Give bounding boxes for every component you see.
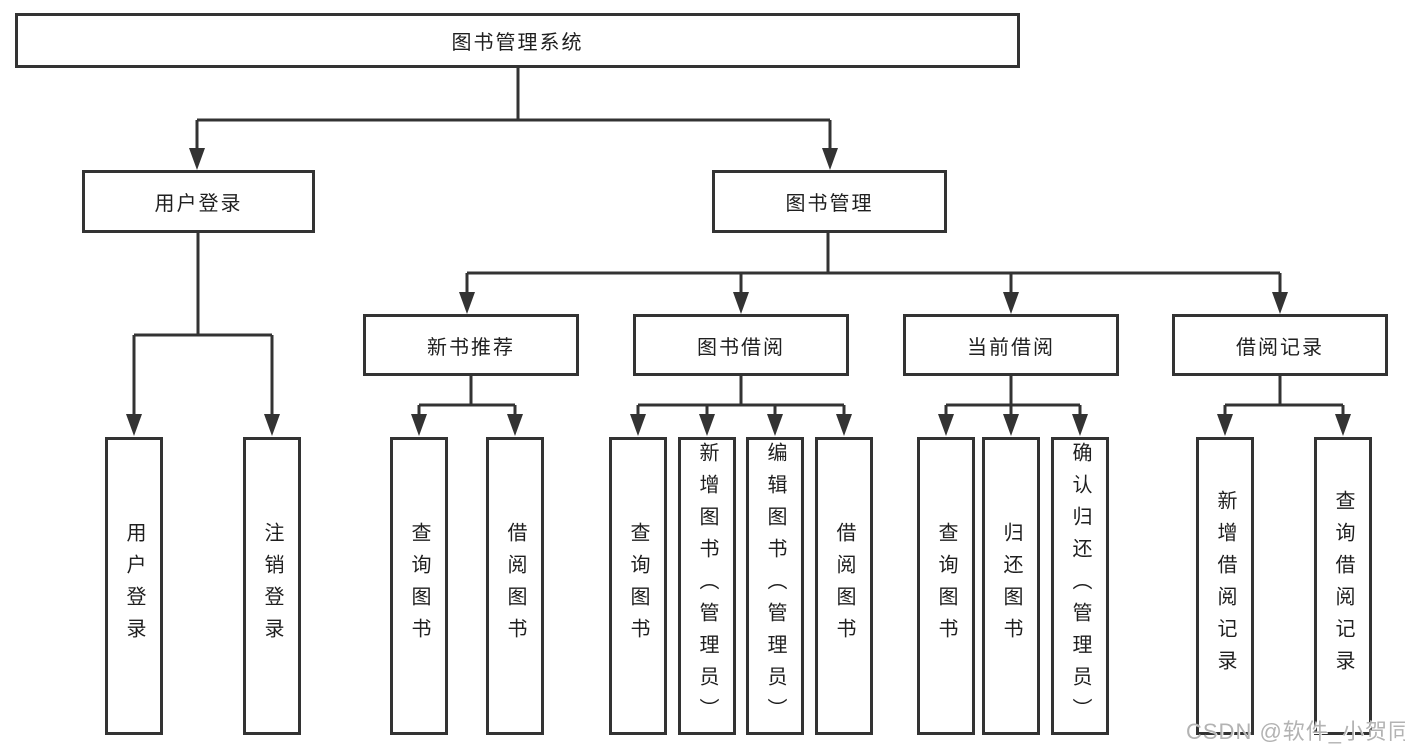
node-logout: 注销登录 [243,437,301,735]
node-new-book-recommend: 新书推荐 [363,314,579,376]
connector-borrow-records [1217,375,1351,436]
node-cb-return-book: 归还图书 [982,437,1040,735]
node-borrow-records: 借阅记录 [1172,314,1388,376]
connector-root [189,67,838,170]
node-cb-query-book: 查询图书 [917,437,975,735]
connector-current-borrow [938,375,1088,436]
node-cb-confirm-return-admin: 确认归还（管理员） [1051,437,1109,735]
node-nb-borrow-book: 借阅图书 [486,437,544,735]
node-book-management: 图书管理 [712,170,947,233]
node-br-query-record: 查询借阅记录 [1314,437,1372,735]
node-bb-edit-book-admin: 编辑图书（管理员） [746,437,804,735]
node-user-login: 用户登录 [82,170,315,233]
node-book-borrow: 图书借阅 [633,314,849,376]
node-root: 图书管理系统 [15,13,1020,68]
connector-new-book-recommend [411,375,523,436]
csdn-watermark: CSDN @软件_小贺同学 [1186,719,1405,744]
node-br-add-record: 新增借阅记录 [1196,437,1254,735]
node-bb-borrow-book: 借阅图书 [815,437,873,735]
connector-user-login [126,232,280,436]
node-login: 用户登录 [105,437,163,735]
node-bb-query-book: 查询图书 [609,437,667,735]
node-current-borrow: 当前借阅 [903,314,1119,376]
connector-book-management [459,232,1288,314]
connector-book-borrow [630,375,852,436]
node-nb-query-book: 查询图书 [390,437,448,735]
node-bb-add-book-admin: 新增图书（管理员） [678,437,736,735]
